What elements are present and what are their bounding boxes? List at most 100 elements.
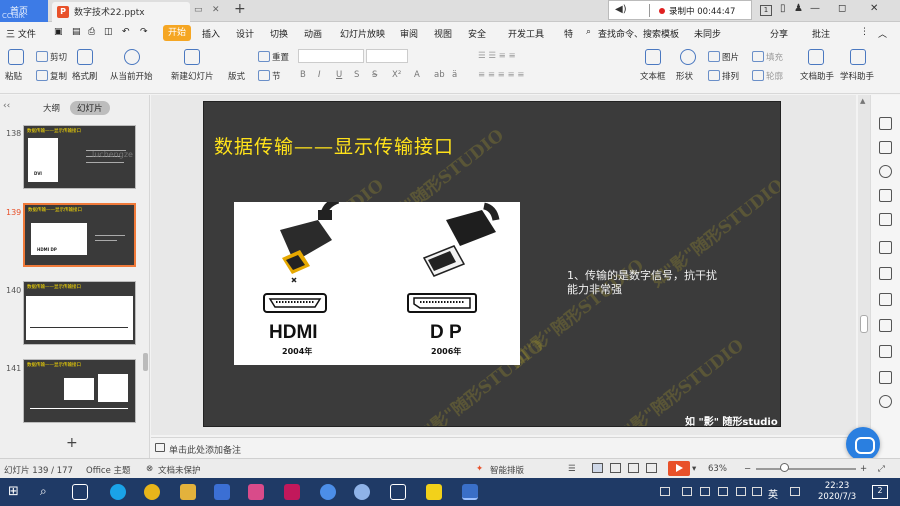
menu-view[interactable]: 视图 — [434, 30, 453, 40]
share-out-icon[interactable] — [879, 319, 892, 332]
save-icon[interactable]: ▣ — [54, 27, 63, 37]
smart-layout-button[interactable]: 智能排版 — [490, 466, 525, 476]
format-painter-icon[interactable] — [77, 49, 93, 65]
new-slide-button[interactable]: 新建幻灯片 — [171, 72, 214, 82]
app-icon-3[interactable] — [320, 484, 336, 500]
bold-button[interactable]: B — [300, 70, 306, 80]
share-button[interactable]: 分享 — [770, 30, 789, 40]
doc-helper-icon[interactable] — [808, 49, 824, 65]
italic-button[interactable]: I — [318, 70, 321, 80]
shape-style-icon[interactable] — [879, 165, 892, 178]
section-button[interactable]: 节 — [258, 70, 281, 82]
audio-icon[interactable] — [879, 395, 892, 408]
wps-icon[interactable] — [462, 484, 478, 500]
shadow-text-button[interactable]: S — [354, 70, 360, 80]
speaker-icon[interactable]: ◀) — [615, 4, 627, 15]
fit-window-icon[interactable]: ⤢ — [878, 464, 885, 474]
bullet-list-icon[interactable]: ☰ ☰ ≡ ≡ — [478, 51, 516, 61]
shape-button[interactable]: 形状 — [676, 72, 694, 82]
material-icon[interactable] — [879, 293, 892, 306]
app-icon-1[interactable] — [248, 484, 264, 500]
slide-body-text[interactable]: 1、传输的是数字信号，抗干扰能力非常强 — [567, 269, 717, 296]
input-language[interactable]: 英 — [768, 490, 778, 501]
shape-icon[interactable] — [680, 49, 696, 65]
network-icon[interactable] — [718, 487, 728, 496]
zoom-out-icon[interactable]: − — [744, 464, 752, 474]
copy-button[interactable]: 复制 — [36, 70, 67, 82]
page-badge[interactable]: 1 — [760, 5, 772, 16]
current-slide[interactable]: 如"影"随形STUDIO 如"影"随形STUDIO 如"影"随形STUDIO 如… — [203, 101, 781, 427]
play-from-current-icon[interactable] — [124, 49, 140, 65]
highlight-button[interactable]: ab — [434, 70, 445, 80]
play-options-icon[interactable]: ▾ — [692, 464, 697, 474]
sorter-view-icon[interactable] — [610, 463, 621, 473]
char-spacing-button[interactable]: ä — [452, 70, 458, 80]
chrome-icon[interactable] — [144, 484, 160, 500]
textbox-button[interactable]: 文本框 — [640, 72, 666, 82]
paste-button[interactable]: 粘贴 — [5, 72, 23, 82]
keyboard-icon[interactable] — [790, 487, 800, 496]
superscript-button[interactable]: X² — [392, 70, 402, 80]
tab-outline[interactable]: 大纲 — [43, 104, 61, 114]
zoom-slider-track[interactable] — [756, 468, 856, 470]
system-clock[interactable]: 22:23 2020/7/3 — [818, 481, 856, 503]
ime-icon[interactable] — [752, 487, 762, 496]
settings-slider-icon[interactable] — [879, 267, 892, 280]
box-icon[interactable] — [879, 345, 892, 358]
arrange-button[interactable]: 排列 — [708, 70, 739, 82]
connector-image[interactable]: HDMI 2004年 D P 2006年 — [234, 196, 520, 365]
play-from-current-button[interactable]: 从当前开始 — [110, 72, 153, 82]
sync-status[interactable]: 未同步 — [694, 30, 722, 40]
slide-thumbnail-139[interactable]: 数据传输——显示传输接口 HDMI DP — [23, 203, 136, 267]
presenter-view-icon[interactable] — [646, 463, 657, 473]
menu-insert[interactable]: 插入 — [202, 30, 221, 40]
sticky-notes-icon[interactable] — [426, 484, 442, 500]
canvas-scrollbar[interactable]: ▲ — [858, 95, 870, 458]
new-slide-icon[interactable] — [184, 49, 200, 65]
textbox-icon[interactable] — [645, 49, 661, 65]
menu-review[interactable]: 审阅 — [400, 30, 419, 40]
file-explorer-icon[interactable] — [180, 484, 196, 500]
normal-view-icon[interactable] — [592, 463, 603, 473]
tray-icon-1[interactable] — [682, 487, 692, 496]
more-options-icon[interactable]: ⋮ — [860, 27, 869, 37]
menu-file[interactable]: 三 文件 — [6, 30, 36, 40]
notes-toggle-icon[interactable]: ☰ — [568, 464, 576, 474]
tab-slides[interactable]: 幻灯片 — [70, 101, 110, 115]
app-icon-5[interactable] — [390, 484, 406, 500]
minimize-icon[interactable]: — — [810, 3, 820, 14]
cut-button[interactable]: 剪切 — [36, 51, 67, 63]
redo-icon[interactable]: ↷ — [140, 27, 148, 37]
transition-icon[interactable] — [879, 213, 892, 226]
fill-button[interactable]: 填充 — [752, 51, 783, 63]
task-view-icon[interactable] — [72, 484, 88, 500]
reading-view-icon[interactable] — [628, 463, 639, 473]
template-icon[interactable] — [879, 141, 892, 154]
edge-icon[interactable] — [110, 484, 126, 500]
collapse-panel-icon[interactable]: ‹‹ — [3, 101, 11, 111]
menu-transition[interactable]: 切换 — [270, 30, 289, 40]
assistant-chat-icon[interactable] — [846, 427, 880, 461]
doc-helper-button[interactable]: 文档助手 — [800, 72, 835, 82]
layout-button[interactable]: 版式 — [228, 72, 246, 82]
outline-button[interactable]: 轮廓 — [752, 70, 783, 82]
slide-thumbnail-138[interactable]: 数据传输——显示传输接口 DVI — [23, 125, 136, 189]
collapse-ribbon-icon[interactable]: ︿ — [878, 30, 888, 40]
add-slide-icon[interactable]: + — [66, 435, 78, 451]
menu-developer[interactable]: 开发工具 — [508, 30, 545, 40]
menu-slideshow[interactable]: 幻灯片放映 — [340, 30, 386, 40]
study-helper-button[interactable]: 学科助手 — [840, 72, 875, 82]
export-pdf-icon[interactable]: ▤ — [72, 27, 81, 37]
underline-button[interactable]: U — [336, 70, 343, 80]
slide-title[interactable]: 数据传输——显示传输接口 — [214, 136, 455, 158]
scrollbar-thumb[interactable] — [860, 315, 868, 333]
strikethrough-button[interactable]: S̶ — [372, 70, 378, 80]
zoom-level[interactable]: 63% — [708, 464, 727, 474]
menu-start[interactable]: 开始 — [163, 25, 191, 41]
notes-bar[interactable]: 单击此处添加备注 — [151, 437, 856, 458]
comment-button[interactable]: 批注 — [812, 30, 831, 40]
scroll-up-icon[interactable]: ▲ — [860, 97, 866, 105]
preview-icon[interactable]: ◫ — [104, 27, 113, 37]
font-color-button[interactable]: A — [414, 70, 420, 80]
zoom-in-icon[interactable]: + — [860, 464, 868, 474]
